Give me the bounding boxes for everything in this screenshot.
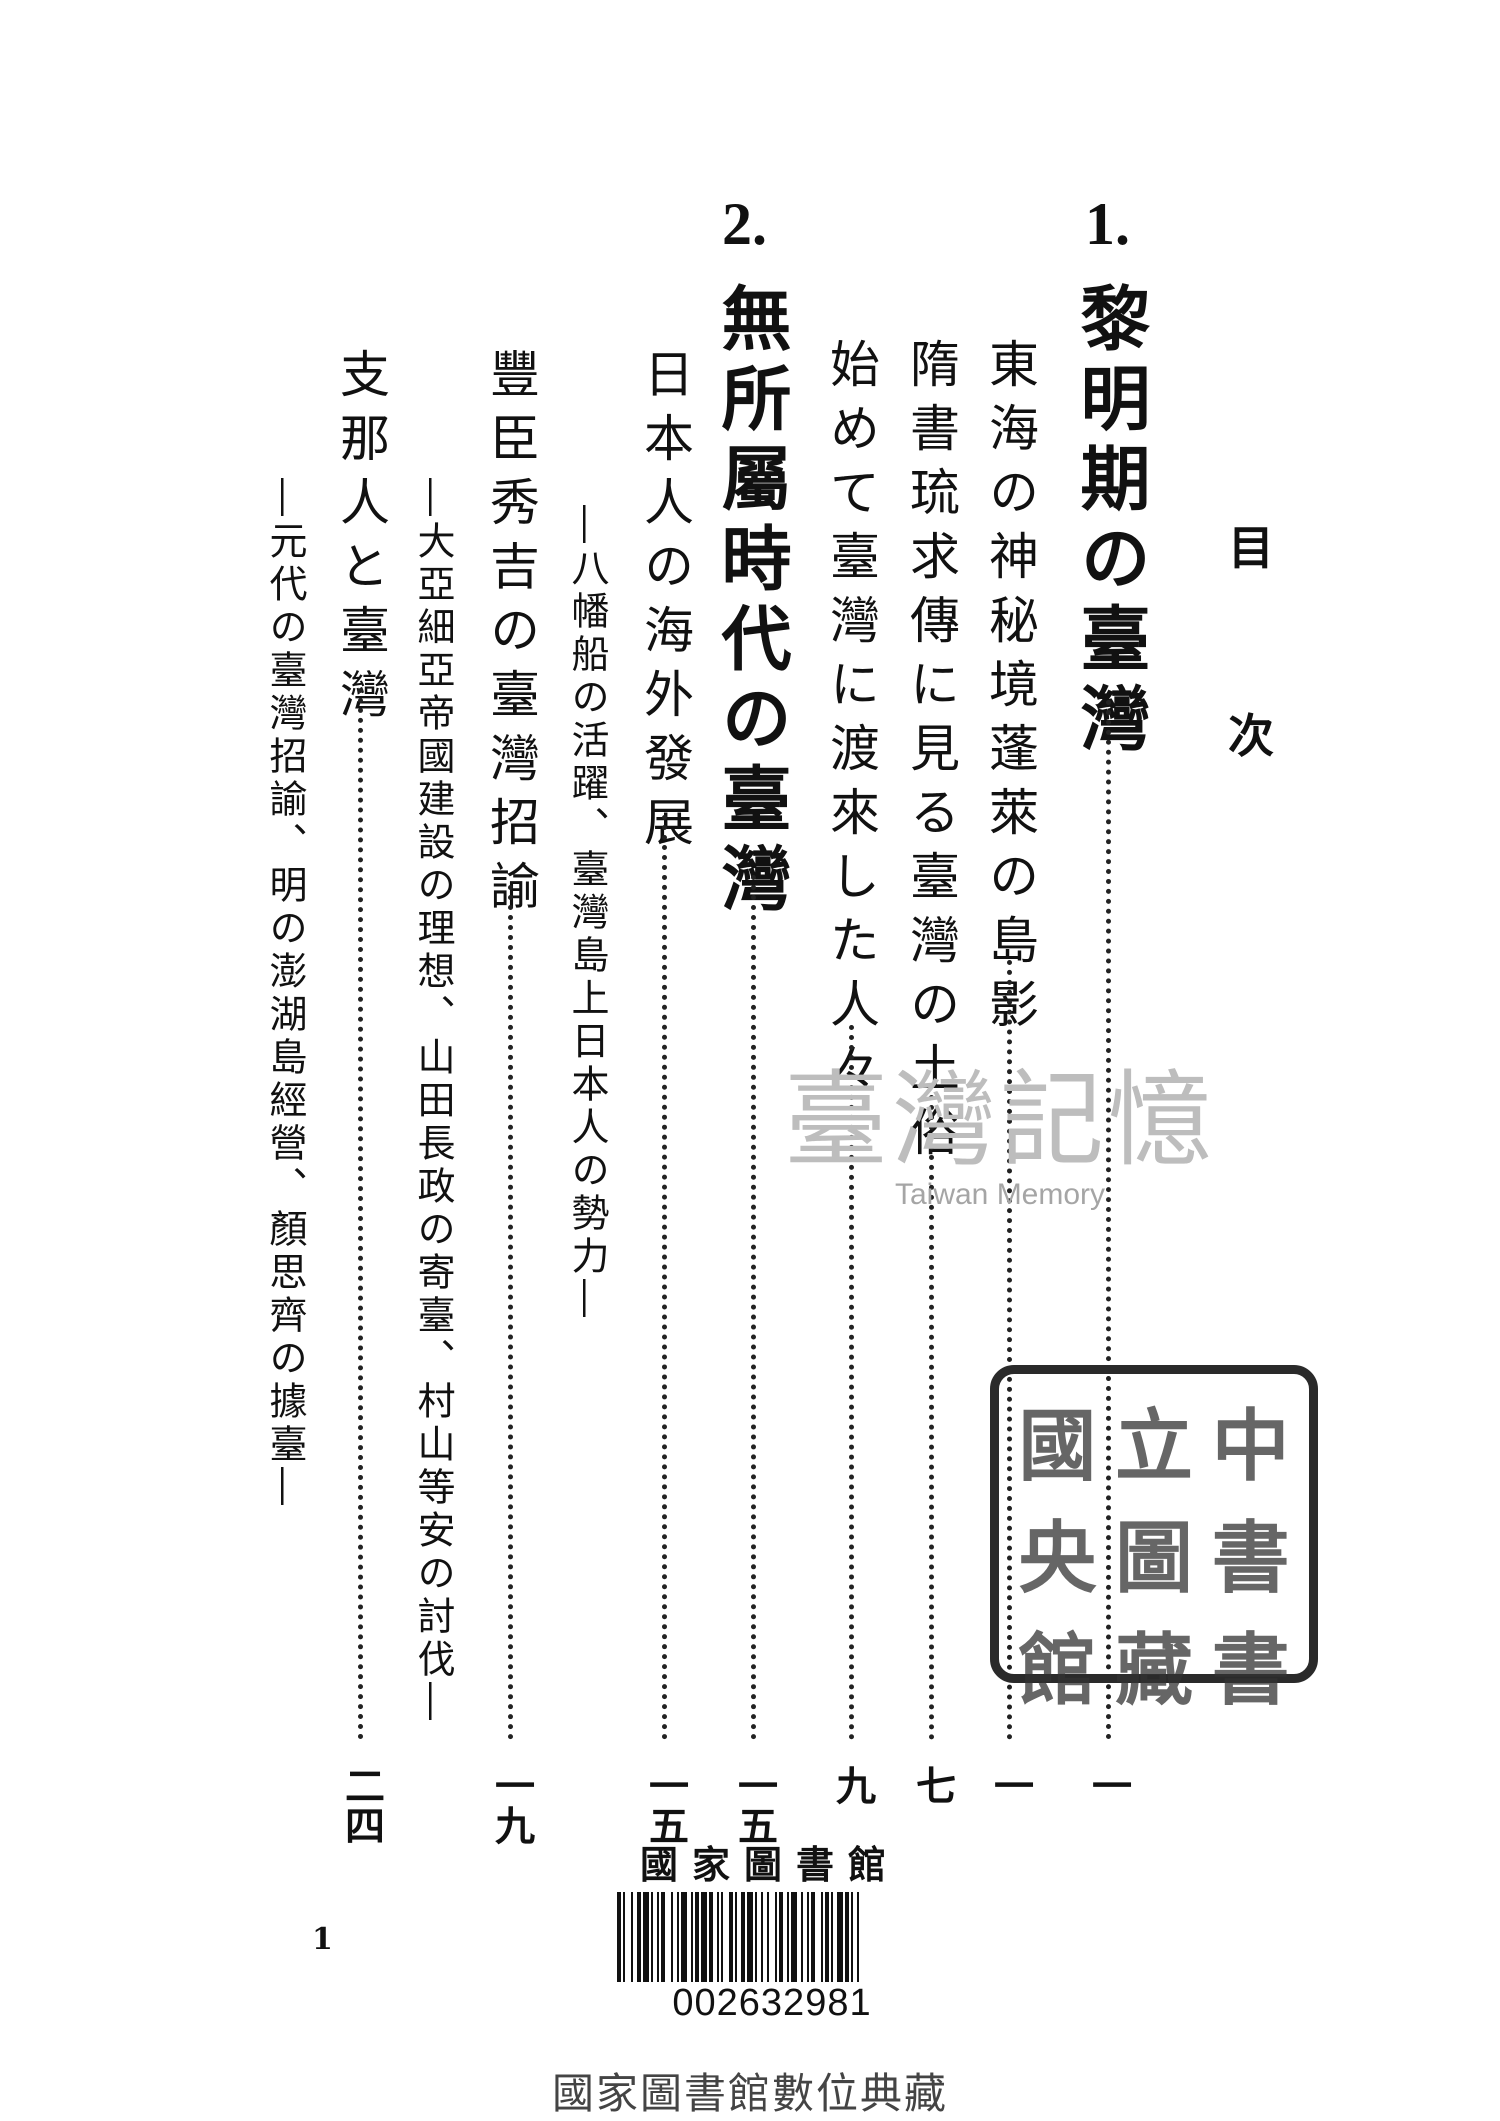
entry-2-3-page: 二四: [338, 1765, 385, 1845]
seal-char: 央: [1018, 1513, 1097, 1604]
chapter-2-leader-dots: [751, 875, 756, 1740]
entry-2-3-subtitle: ―元代の臺灣招諭、明の澎湖島經營、顏思齊の據臺―: [263, 478, 307, 1510]
seal-char: 書: [1211, 1513, 1290, 1604]
entry-1-2-leader-dots: [929, 1095, 934, 1740]
watermark-english: Taiwan Memory: [894, 1178, 1106, 1211]
toc-title-char-2: 次: [1228, 709, 1274, 763]
watermark: 臺灣記憶 Taiwan Memory: [770, 1035, 1230, 1212]
chapter-2-title: 無所屬時代の臺灣: [710, 282, 793, 922]
entry-1-2-page: 七: [909, 1765, 956, 1805]
entry-1-1-page: 一: [987, 1765, 1034, 1805]
barcode-number: 002632981: [672, 1982, 872, 2024]
chapter-1-title: 黎明期の臺灣: [1069, 282, 1152, 762]
chapter-2-page: 一五: [731, 1765, 778, 1845]
entry-2-2-leader-dots: [508, 885, 513, 1740]
seal-char: 書: [1211, 1625, 1290, 1716]
entry-1-3-page: 九: [829, 1765, 876, 1805]
watermark-chinese: 臺灣記憶: [783, 1059, 1216, 1181]
seal-char: 中: [1211, 1401, 1290, 1492]
entry-1-3-text: 始めて臺灣に渡來した人々: [822, 338, 880, 1106]
seal-char: 藏: [1114, 1625, 1193, 1716]
seal-char: 國: [1018, 1401, 1097, 1492]
chapter-2-number: 2.: [722, 191, 767, 257]
entry-2-2-subtitle: ―大亞細亞帝國建設の理想、山田長政の寄臺、村山等安の討伐―: [411, 478, 455, 1725]
seal-char: 立: [1114, 1401, 1193, 1492]
library-label: 國家圖書館: [639, 1842, 900, 1887]
chapter-1-number: 1.: [1085, 191, 1130, 257]
entry-1-1-text: 東海の神秘境蓬萊の島影: [981, 338, 1039, 1042]
entry-2-1-leader-dots: [662, 815, 667, 1740]
chapter-1-leader-dots: [1106, 700, 1111, 1740]
entry-2-1-subtitle: ―八幡船の活躍、臺灣島上日本人の勢力―: [565, 505, 609, 1322]
chapter-1-page: 一: [1085, 1765, 1132, 1805]
library-seal-stamp: 國 立 中 央 圖 書 館 藏 書: [990, 1365, 1318, 1716]
toc-title-char-1: 目: [1228, 521, 1274, 575]
entry-1-1-leader-dots: [1007, 960, 1012, 1740]
barcode: [617, 1892, 859, 1982]
entry-2-2-page: 一九: [488, 1765, 535, 1845]
seal-char: 館: [1018, 1625, 1097, 1716]
entry-1-3-leader-dots: [849, 1025, 854, 1740]
page-number: 1: [312, 1922, 333, 1957]
seal-char: 圖: [1114, 1513, 1193, 1604]
footer-collection-name: 國家圖書館數位典藏: [551, 2069, 948, 2118]
entry-2-1-page: 一五: [642, 1765, 689, 1845]
entry-2-3-leader-dots: [358, 688, 363, 1740]
entry-2-3-text: 支那人と臺灣: [332, 348, 390, 732]
entry-2-1-text: 日本人の海外發展: [636, 348, 694, 860]
entry-1-2-text: 隋書琉求傳に見る臺灣の土俗: [902, 338, 960, 1170]
entry-2-2-text: 豐臣秀吉の臺灣招諭: [482, 348, 540, 924]
